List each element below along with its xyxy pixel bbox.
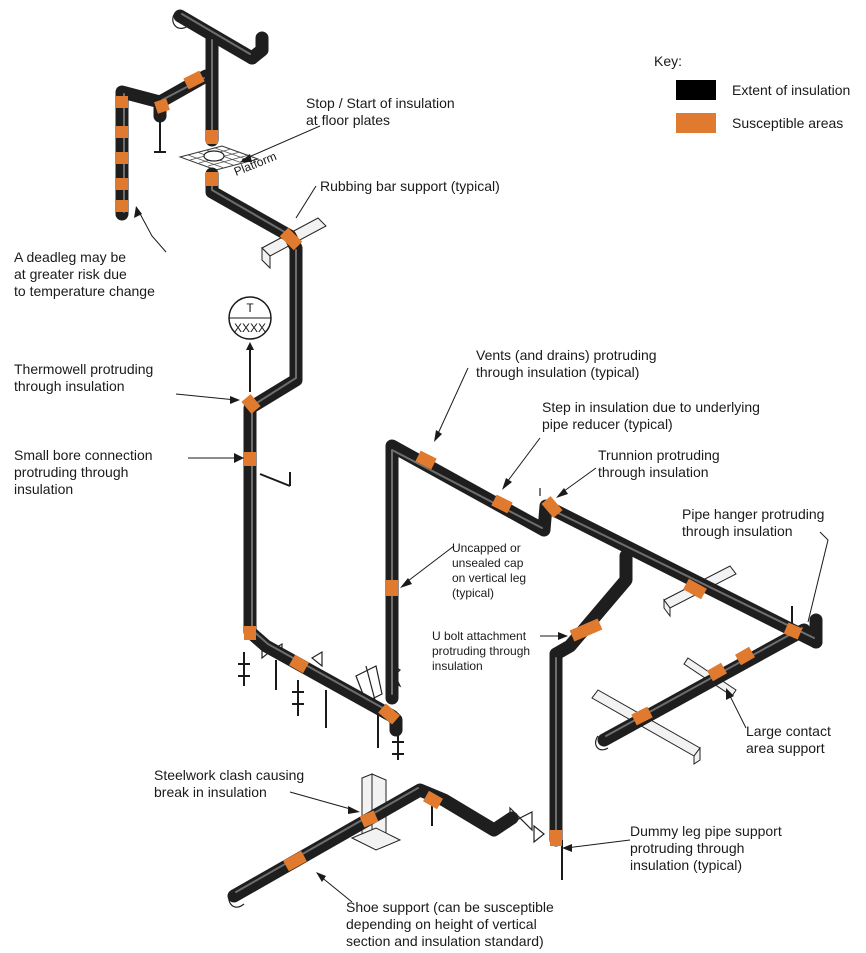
annotation-shoe: Shoe support (can be susceptible dependi… xyxy=(346,899,558,949)
annotation-ubolt: U bolt attachment protruding through ins… xyxy=(432,629,533,673)
annotation-uncapped: Uncapped or unsealed cap on vertical leg… xyxy=(452,541,529,600)
annotation-steelwork: Steelwork clash causing break in insulat… xyxy=(154,767,308,800)
legend-swatch-susceptible xyxy=(676,113,716,133)
legend-label-insulation: Extent of insulation xyxy=(732,82,850,98)
thermowell-gauge-top: T xyxy=(246,301,254,315)
thermowell-gauge: T XXXX xyxy=(228,296,272,392)
annotation-step: Step in insulation due to underlying pip… xyxy=(542,399,764,432)
annotation-deadleg: A deadleg may be at greater risk due to … xyxy=(14,249,155,299)
annotation-dummy-leg: Dummy leg pipe support protruding throug… xyxy=(630,823,786,873)
susceptible-areas xyxy=(116,70,803,872)
annotation-trunnion: Trunnion protruding through insulation xyxy=(598,447,724,480)
legend: Key: Extent of insulation Susceptible ar… xyxy=(654,53,850,133)
annotation-pipe-hanger: Pipe hanger protruding through insulatio… xyxy=(682,506,828,539)
leader-lines xyxy=(134,125,829,903)
legend-label-susceptible: Susceptible areas xyxy=(732,115,843,131)
pipe-support-legs xyxy=(154,122,793,880)
legend-title: Key: xyxy=(654,53,682,69)
annotation-stop-start: Stop / Start of insulation at floor plat… xyxy=(306,95,459,128)
annotation-vents: Vents (and drains) protruding through in… xyxy=(476,347,660,380)
annotation-thermowell: Thermowell protruding through insulation xyxy=(14,361,157,394)
annotation-large-contact: Large contact area support xyxy=(746,723,835,756)
annotations: Stop / Start of insulation at floor plat… xyxy=(14,95,835,949)
legend-swatch-insulation xyxy=(676,80,716,100)
annotation-rubbing-bar: Rubbing bar support (typical) xyxy=(320,178,500,194)
annotation-small-bore: Small bore connection protruding through… xyxy=(14,447,156,497)
thermowell-gauge-bottom: XXXX xyxy=(234,321,266,335)
platform-grating xyxy=(178,145,260,171)
